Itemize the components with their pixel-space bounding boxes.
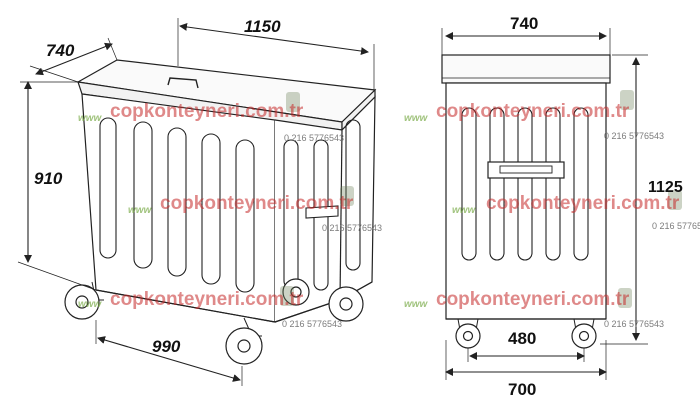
watermark-brand: copkonteyneri.com.tr xyxy=(436,289,630,310)
front-wheel-right xyxy=(571,318,597,349)
watermark-phone: 0 216 5776543 xyxy=(284,133,345,143)
watermark-brand: copkonteyneri.com.tr xyxy=(436,101,630,122)
dim-line-wheelbase xyxy=(97,336,241,382)
watermark-phone: 0 216 5776543 xyxy=(604,319,665,329)
watermark-www: www xyxy=(452,205,476,216)
front-view xyxy=(441,54,611,349)
label-wheelbase: 990 xyxy=(152,337,181,356)
label-front-width: 740 xyxy=(510,14,539,33)
side-latch xyxy=(305,205,339,219)
wheel-rear-right xyxy=(328,286,364,322)
dim-line-length xyxy=(179,22,369,56)
label-height-side: 910 xyxy=(34,169,63,188)
body-corner xyxy=(339,129,343,301)
front-lid xyxy=(441,54,611,84)
lid-handle xyxy=(167,77,199,89)
wheel-front-right xyxy=(225,317,263,365)
wheel-rear-left xyxy=(282,278,310,306)
label-side-width: 740 xyxy=(46,41,75,60)
base-front xyxy=(95,289,276,323)
watermark-brand: copkonteyneri.com.tr xyxy=(110,289,304,310)
front-dimensions xyxy=(441,28,648,380)
watermark-brand: copkonteyneri.com.tr xyxy=(110,101,304,122)
watermark-www: www xyxy=(128,205,152,216)
watermark-brand: copkonteyneri.com.tr xyxy=(160,193,354,214)
label-height-front: 1125 xyxy=(648,179,683,196)
watermark-phone: 0 216 5776543 xyxy=(322,223,383,233)
watermark-phone: 0 216 5776543 xyxy=(652,221,700,231)
side-dimensions xyxy=(17,18,375,386)
watermark-www: www xyxy=(78,299,102,310)
watermark-brand: copkonteyneri.com.tr xyxy=(486,193,680,214)
label-length: 1150 xyxy=(244,17,281,36)
front-body xyxy=(445,82,607,320)
front-view-slots xyxy=(461,107,589,261)
watermark-phone: 0 216 5776543 xyxy=(604,131,665,141)
dim-line-side-width xyxy=(35,42,113,76)
watermark-www: www xyxy=(404,113,428,124)
front-wheel-left xyxy=(455,318,481,349)
watermark-mascots xyxy=(280,90,682,308)
watermark-www: www xyxy=(78,113,102,124)
label-bottom-width: 700 xyxy=(508,380,537,399)
watermark-www: www xyxy=(404,299,428,310)
watermark-phone: 0 216 5776543 xyxy=(282,319,343,329)
label-wheel-spacing: 480 xyxy=(508,329,537,348)
front-slots xyxy=(99,117,255,293)
